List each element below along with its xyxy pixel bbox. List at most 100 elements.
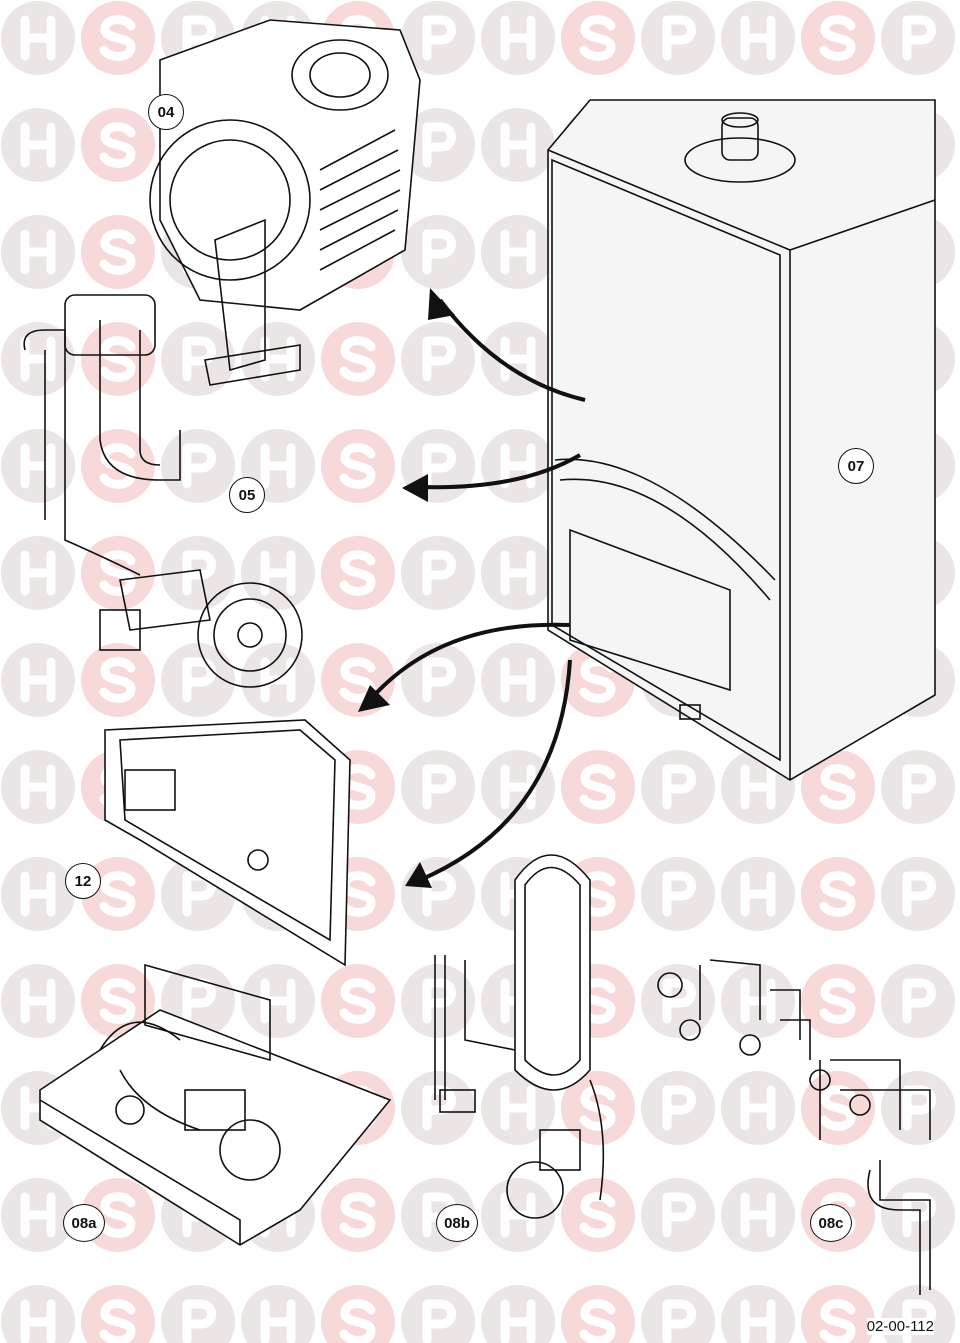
- watermark-letter-P-glyph: [422, 764, 456, 810]
- watermark-letter-P-glyph: [662, 978, 696, 1024]
- watermark-circle-P: [161, 1285, 235, 1343]
- watermark-letter-P-glyph: [662, 1192, 696, 1238]
- arrows: [368, 298, 586, 882]
- watermark-circle-S: [801, 964, 875, 1038]
- watermark-circle-H: [721, 857, 795, 931]
- watermark-circle-H: [241, 1285, 315, 1343]
- watermark-circle-P: [401, 964, 475, 1038]
- arrow-to-12: [368, 622, 571, 702]
- watermark-letter-H-glyph: [500, 336, 536, 382]
- hydraulic-block-part-08a[interactable]: [39, 963, 392, 1246]
- watermark-letter-H-glyph: [20, 1299, 56, 1343]
- watermark-circle-S: [321, 1178, 395, 1252]
- watermark-circle-P: [401, 215, 475, 289]
- boiler-casing-part-07[interactable]: [547, 99, 936, 781]
- watermark-letter-S-glyph: [99, 978, 136, 1024]
- watermark-letter-H-glyph: [740, 764, 776, 810]
- watermark-circle-H: [1, 1285, 75, 1343]
- watermark-circle-P: [641, 1285, 715, 1343]
- watermark-circle-P: [881, 857, 955, 931]
- watermark-letter-P-glyph: [182, 443, 216, 489]
- watermark-circle-H: [481, 750, 555, 824]
- watermark-letter-S-glyph: [339, 657, 376, 703]
- watermark-circle-S: [561, 1, 635, 75]
- pipe-kit-part-08c[interactable]: [657, 959, 931, 1295]
- watermark-circle-H: [241, 536, 315, 610]
- watermark-circle-P: [881, 750, 955, 824]
- watermark-circle-H: [1, 215, 75, 289]
- watermark-letter-H-glyph: [740, 978, 776, 1024]
- watermark-letter-S-glyph: [99, 871, 136, 917]
- watermark-circle-S: [801, 750, 875, 824]
- watermark-letter-S-glyph: [579, 1192, 616, 1238]
- watermark-letter-P-glyph: [422, 443, 456, 489]
- watermark-letter-P-glyph: [902, 978, 936, 1024]
- arrow-to-08: [419, 659, 572, 882]
- callout-08c[interactable]: 08c: [810, 1204, 852, 1242]
- watermark-circle-H: [241, 643, 315, 717]
- control-box-part-12[interactable]: [104, 719, 351, 967]
- watermark-letter-H-glyph: [500, 1299, 536, 1343]
- watermark-letter-H-glyph: [740, 1192, 776, 1238]
- watermark-circle-S: [561, 750, 635, 824]
- watermark-letter-P-glyph: [422, 978, 456, 1024]
- watermark-letter-S-glyph: [579, 657, 616, 703]
- watermark-letter-P-glyph: [182, 15, 216, 61]
- watermark-letter-H-glyph: [20, 871, 56, 917]
- watermark-circle-P: [641, 1, 715, 75]
- watermark-circle-P: [401, 536, 475, 610]
- watermark-circle-H: [1, 1178, 75, 1252]
- watermark-circle-H: [1, 108, 75, 182]
- watermark-letter-S-glyph: [819, 978, 856, 1024]
- callout-04[interactable]: 04: [148, 94, 184, 130]
- watermark-circle-S: [321, 429, 395, 503]
- watermark-letter-S-glyph: [339, 1299, 376, 1343]
- watermark-letter-S-glyph: [579, 871, 616, 917]
- watermark-letter-H-glyph: [20, 443, 56, 489]
- watermark-circle-S: [81, 643, 155, 717]
- watermark-letter-S-glyph: [819, 871, 856, 917]
- watermark-letter-P-glyph: [662, 764, 696, 810]
- callout-07[interactable]: 07: [838, 448, 874, 484]
- watermark-letter-H-glyph: [20, 978, 56, 1024]
- watermark-letter-H-glyph: [740, 1085, 776, 1131]
- watermark-circle-S: [81, 429, 155, 503]
- watermark-circle-P: [641, 750, 715, 824]
- watermark-letter-P-glyph: [902, 764, 936, 810]
- watermark-letter-S-glyph: [99, 1192, 136, 1238]
- watermark-circle-S: [81, 1, 155, 75]
- watermark-letter-P-glyph: [422, 229, 456, 275]
- fan-assembly-part-05[interactable]: [23, 294, 303, 688]
- watermark-circle-H: [481, 215, 555, 289]
- heat-exchanger-part-04[interactable]: [149, 19, 421, 386]
- callout-08b[interactable]: 08b: [436, 1204, 478, 1242]
- arrow-to-04: [438, 298, 586, 402]
- watermark-circle-S: [321, 964, 395, 1038]
- watermark-letter-S-glyph: [99, 550, 136, 596]
- callout-12[interactable]: 12: [65, 863, 101, 899]
- watermark-letter-P-glyph: [182, 550, 216, 596]
- callout-08a[interactable]: 08a: [63, 1204, 105, 1242]
- watermark-circle-H: [1, 536, 75, 610]
- callout-05[interactable]: 05: [229, 477, 265, 513]
- watermark-letter-P-glyph: [662, 15, 696, 61]
- watermark-letter-H-glyph: [500, 15, 536, 61]
- watermark-letter-S-glyph: [819, 1085, 856, 1131]
- watermark-circle-P: [161, 536, 235, 610]
- watermark-letter-P-glyph: [902, 15, 936, 61]
- watermark-letter-S-glyph: [339, 1192, 376, 1238]
- watermark-letter-P-glyph: [422, 122, 456, 168]
- watermark-circle-H: [481, 1285, 555, 1343]
- watermark-letter-H-glyph: [500, 550, 536, 596]
- watermark-letter-H-glyph: [500, 229, 536, 275]
- watermark-letter-H-glyph: [500, 443, 536, 489]
- watermark-letter-H-glyph: [20, 122, 56, 168]
- watermark-letter-S-glyph: [339, 443, 376, 489]
- watermark-letter-H-glyph: [20, 229, 56, 275]
- expansion-vessel-part-08b[interactable]: [434, 854, 605, 1219]
- watermark-circle-H: [721, 1285, 795, 1343]
- watermark-circle-P: [881, 964, 955, 1038]
- watermark-circle-H: [481, 108, 555, 182]
- watermark-letter-P-glyph: [422, 871, 456, 917]
